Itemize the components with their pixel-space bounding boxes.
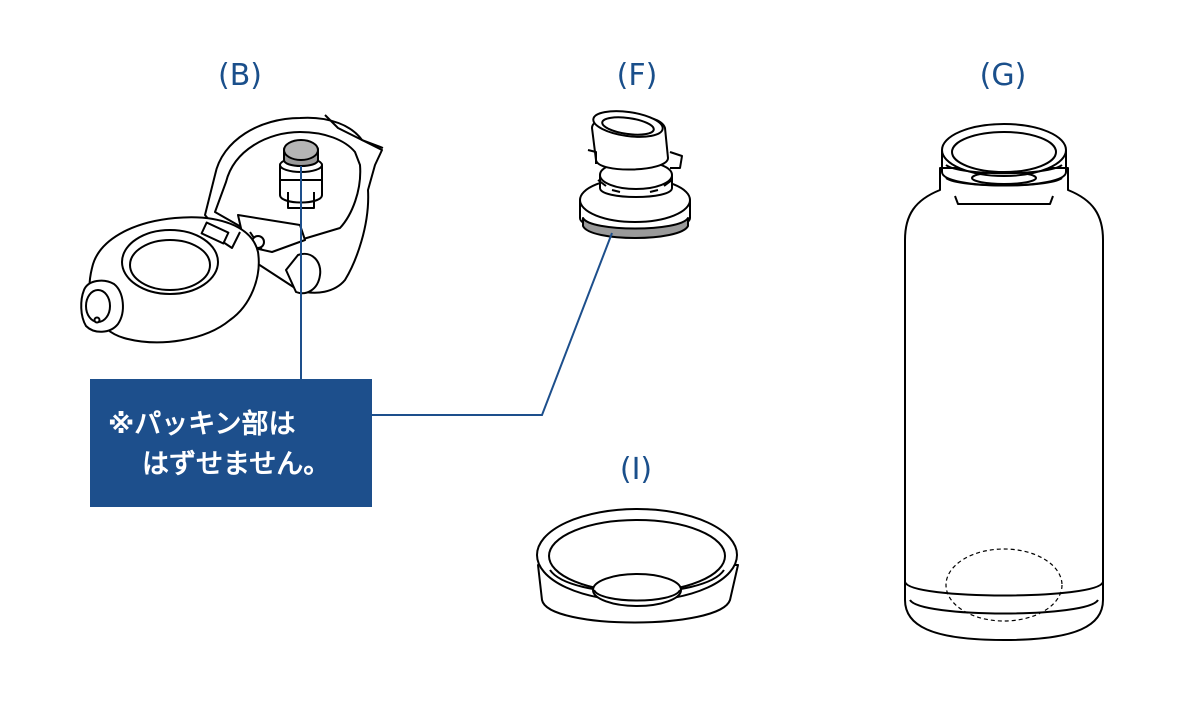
base-cup-i-illustration: [536, 508, 739, 624]
bottle-body-g-illustration: [904, 123, 1104, 641]
packing-note-line-1: ※パッキン部は: [108, 409, 296, 440]
part-label-i: (I): [619, 452, 653, 487]
part-label-g: (G): [979, 58, 1027, 93]
part-label-f: (F): [616, 58, 658, 93]
part-label-b: (B): [218, 58, 262, 93]
leader-lines: [300, 166, 613, 416]
cap-unit-b-illustration: [80, 114, 384, 344]
packing-note-line-2: はずせません。: [142, 449, 331, 480]
packing-note-box: ※パッキン部は はずせません。: [90, 379, 372, 507]
inner-stopper-f-illustration: [579, 110, 691, 239]
leader-line-f: [372, 232, 613, 416]
